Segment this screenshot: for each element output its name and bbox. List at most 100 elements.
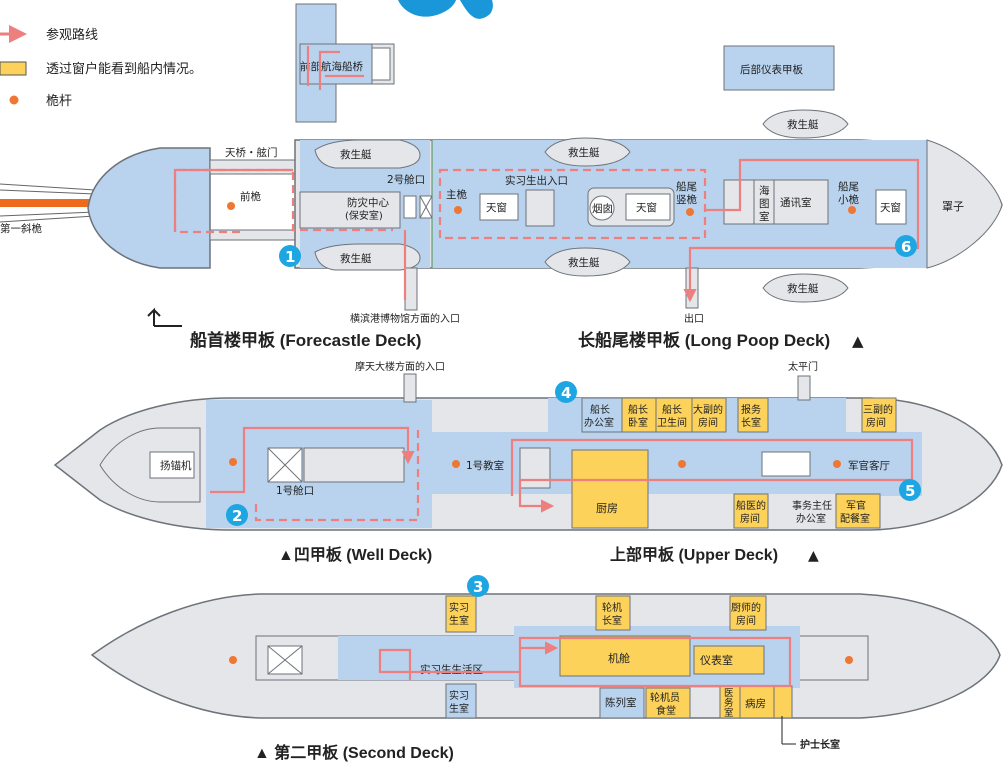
route-aft-loop [683, 158, 920, 303]
lifeboat-3 [544, 137, 631, 167]
instrument-room [693, 645, 765, 675]
sickbay-label: 病房 [745, 697, 766, 710]
captain-washroom-label-1: 船长 [662, 403, 682, 416]
cadet-living-label: 实习生生活区 [420, 663, 483, 676]
skylight-3-label: 天窗 [880, 201, 901, 214]
captain-bedroom-label-2: 卧室 [628, 416, 648, 429]
legend-mast-dot [9, 95, 19, 105]
third-mate-label-1: 三副的 [863, 403, 893, 416]
lifeboat-1-label: 救生艇 [340, 148, 372, 161]
chief-engineer-label-2: 长室 [602, 614, 622, 627]
long-poop-deck-title: 长船尾楼甲板 (Long Poop Deck) [578, 330, 830, 350]
bowsprit-rigging-2 [0, 189, 96, 195]
main-mast-dot [454, 206, 462, 214]
captain-bedroom-label-1: 船长 [628, 403, 648, 416]
skybridge [209, 159, 296, 175]
galley-label: 厨房 [596, 502, 618, 515]
funnel [589, 195, 615, 221]
doctor-room [733, 493, 769, 529]
skylight-3 [875, 189, 907, 225]
well-mast-dot [229, 458, 237, 466]
cadet-room-top [445, 595, 477, 633]
hatch2-label: 2号舱口 [387, 173, 425, 186]
exit-stairs [685, 267, 699, 309]
radio-chief-room [737, 397, 769, 433]
chart-room-label-1: 海 [759, 184, 770, 197]
salon-mast-dot [833, 460, 841, 468]
chief-mate-room [691, 397, 727, 433]
windlass-label: 扬锚机 [160, 459, 192, 472]
captain-washroom [655, 397, 693, 433]
captain-bedroom [621, 397, 657, 433]
upper-deck-title: 上部甲板 (Upper Deck) [610, 545, 778, 564]
badge-4-number: 4 [561, 384, 571, 402]
well-deck-house [303, 447, 405, 483]
route-second-deck [378, 636, 792, 688]
hatch1-label: 1号舱口 [276, 484, 314, 497]
disaster-center-label: 防灾中心 [347, 196, 389, 209]
medical-label-1: 医 [724, 688, 734, 699]
badge-3-number: 3 [473, 578, 483, 596]
engineers-mess [645, 687, 691, 719]
second-fore-mast-dot [229, 656, 237, 664]
chef-room [729, 595, 767, 631]
ferris-entrance-label: 摩天大楼方面的入口 [355, 360, 445, 373]
skylight-2 [625, 193, 671, 221]
badge-3 [467, 575, 489, 597]
purser-label-1: 事务主任 [792, 499, 832, 512]
skybridge-label: 天桥・舷门 [225, 146, 278, 159]
classroom1-label: 1号教室 [466, 459, 504, 472]
gangway-stairs [797, 375, 811, 401]
forward-bridge-box [371, 47, 391, 81]
jigger-mast-dot [848, 206, 856, 214]
doctor-label-2: 房间 [740, 512, 760, 525]
chief-mate-label-2: 房间 [698, 416, 718, 429]
cadet-room-bottom [445, 683, 477, 719]
upper-stairs [519, 447, 551, 489]
purser-label-2: 办公室 [796, 512, 826, 525]
badge-5 [899, 479, 921, 501]
engineers-mess-label-1: 轮机员 [650, 691, 680, 704]
engine-room [559, 635, 691, 677]
legend-window-swatch [0, 61, 27, 76]
lifeboat-3-label: 救生艇 [568, 146, 600, 159]
salon-hatch [761, 451, 811, 477]
radio-room [773, 179, 829, 225]
radio-chief-label-1: 报务 [741, 403, 761, 416]
long-poop-arrow: ▲ [852, 332, 864, 350]
lifeboat-4 [544, 247, 631, 277]
bowsprit-rigging-1 [0, 183, 96, 191]
classroom-mast-dot [452, 460, 460, 468]
second-deck-plan: 实习 生室 实习 生室 轮机 长室 厨师的 房间 机舱 仪表室 陈列室 轮机员 … [90, 593, 1001, 751]
captain-office [581, 397, 623, 433]
skylight-1-label: 天窗 [486, 201, 507, 214]
display-room-label: 陈列室 [605, 696, 637, 709]
lifeboat-2-label: 救生艇 [340, 252, 372, 265]
route-well-dashed [254, 430, 420, 522]
well-deck-title: ▲凹甲板 (Well Deck) [278, 545, 432, 564]
jigger-mast-label-2: 小桅 [838, 193, 859, 206]
badge-1-number: 1 [285, 248, 295, 266]
chart-room-label-2: 图 [759, 198, 770, 210]
chart-room-label-3: 室 [759, 210, 770, 223]
forward-bridge-deck [299, 43, 373, 85]
radio-chief-label-2: 长室 [741, 416, 761, 429]
chief-engineer-label-1: 轮机 [602, 601, 622, 614]
top-deck-plan: 第一斜桅 天桥・舷门 罩子 前部航海船桥 后部仪表甲板 救生艇 救生艇 救生艇 … [0, 3, 1003, 325]
cadet-room-bottom-label-1: 实习 [449, 689, 469, 702]
cadet-stairs [525, 189, 555, 227]
officer-pantry [835, 493, 881, 529]
stern-cover-area [926, 139, 1003, 269]
route-bridge [306, 46, 364, 90]
second-hatch-x2 [267, 645, 303, 675]
radio-room-label: 通讯室 [780, 196, 812, 209]
captain-washroom-label-2: 卫生间 [657, 416, 687, 429]
chief-engineer-room [595, 595, 631, 631]
lifeboat-6 [762, 273, 849, 303]
upper-mast-dot [678, 460, 686, 468]
forecastle-deck-title: 船首楼甲板 (Forecastle Deck) [190, 330, 421, 350]
chief-mate-label-1: 大副的 [693, 403, 723, 416]
funnel-label: 烟囱 [592, 202, 613, 215]
galley [571, 449, 649, 529]
